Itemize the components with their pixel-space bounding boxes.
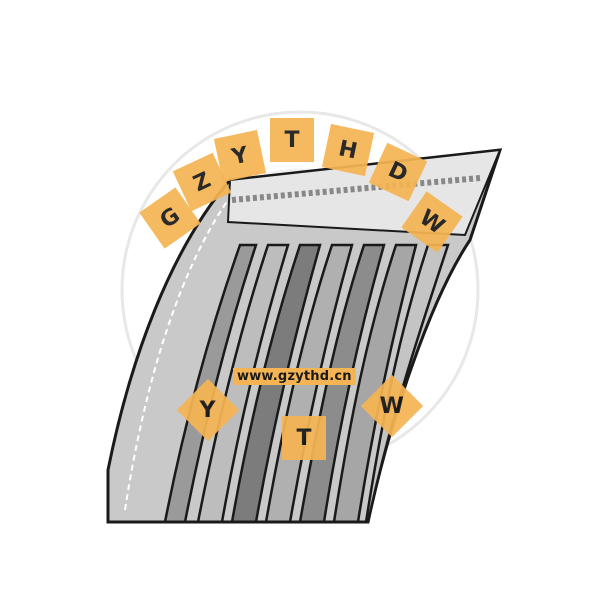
watermark-letter-y: Y (213, 129, 267, 183)
watermark-letter-t: T (270, 118, 314, 162)
watermark-url: www.gzythd.cn (233, 368, 356, 385)
watermark-letter-h: H (321, 123, 375, 177)
watermark-lower-t: T (282, 416, 326, 460)
